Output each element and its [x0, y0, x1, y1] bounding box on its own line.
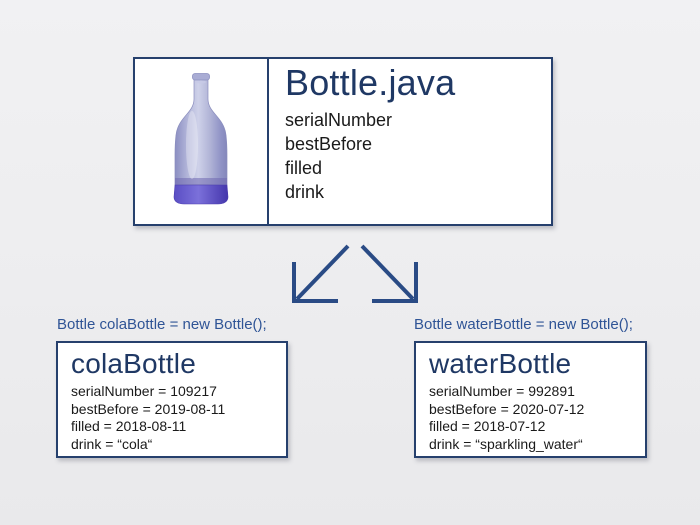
arrow-down-left-icon [292, 244, 350, 303]
instance-box-water: waterBottle serialNumber = 992891 bestBe… [414, 341, 647, 458]
instantiation-arrows [285, 242, 425, 308]
arrow-down-right-icon [360, 244, 418, 303]
class-field: drink [285, 182, 325, 202]
class-field: filled [285, 158, 323, 178]
instance-title: waterBottle [429, 348, 572, 379]
bottle-image-icon [172, 73, 230, 210]
instance-field: bestBefore = 2019-08-11 [71, 400, 226, 417]
instance-box-cola: colaBottle serialNumber = 109217 bestBef… [56, 341, 288, 458]
instance-field: filled = 2018-07-12 [429, 418, 546, 434]
instance-field: drink = “sparkling_water“ [429, 435, 583, 452]
instance-field: filled = 2018-08-11 [71, 418, 187, 434]
class-box: Bottle.java serialNumber bestBefore fill… [133, 57, 553, 226]
instance-field: drink = “cola“ [71, 435, 153, 452]
class-title: Bottle.java [285, 62, 456, 103]
declaration-water: Bottle waterBottle = new Bottle(); [414, 316, 633, 333]
class-field-list: serialNumber bestBefore filled drink [285, 108, 551, 204]
instance-title: colaBottle [71, 348, 196, 379]
class-text-cell: Bottle.java serialNumber bestBefore fill… [269, 59, 551, 224]
instance-field: serialNumber = 992891 [429, 383, 575, 399]
instance-field: serialNumber = 109217 [71, 383, 217, 399]
class-field: serialNumber [285, 110, 393, 130]
class-image-cell [135, 59, 269, 224]
class-field: bestBefore [285, 134, 373, 154]
declaration-cola: Bottle colaBottle = new Bottle(); [57, 316, 267, 333]
instance-field-list: serialNumber = 109217 bestBefore = 2019-… [71, 383, 278, 453]
instance-field: bestBefore = 2020-07-12 [429, 400, 585, 417]
instance-field-list: serialNumber = 992891 bestBefore = 2020-… [429, 383, 637, 453]
